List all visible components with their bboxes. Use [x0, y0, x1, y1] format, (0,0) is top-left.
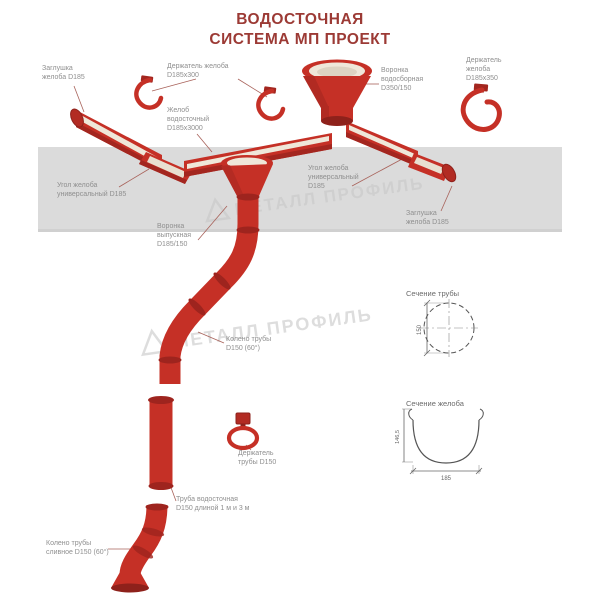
gutter-section-heading: Сечение желоба	[406, 399, 464, 408]
label-collecting-funnel: Воронка водосборная D350/150	[381, 67, 424, 93]
label-gutter-corner-right: Угол желоба универсальный D185	[308, 165, 359, 191]
downpipe	[148, 396, 174, 490]
collecting-funnel	[302, 59, 372, 126]
gutter-width-dim: 185	[441, 476, 452, 482]
outlet-funnel-and-pipe	[158, 155, 273, 384]
pipe-section-heading: Сечение трубы	[406, 289, 460, 298]
pipe-holder	[226, 412, 260, 451]
label-downpipe: Труба водосточная D150 длиной 1 м и 3 м	[176, 496, 250, 513]
gutter-holder-right	[460, 83, 502, 132]
label-gutter-corner-left: Угол желоба универсальный D185	[57, 182, 127, 199]
gutter-right	[346, 121, 418, 167]
label-pipe-elbow: Колено трубы D150 (60°)	[226, 336, 272, 353]
label-pipe-holder: Держатель трубы D150	[238, 450, 277, 467]
gutter-height-dim: 146,5	[395, 430, 401, 444]
label-gutter-holder-350: Держатель желоба D185х350	[466, 57, 502, 83]
label-gutter-cap-right: Заглушка желоба D185	[406, 210, 449, 227]
gutter-corner-right	[408, 153, 457, 183]
gutter-corner-left	[139, 152, 192, 184]
label-drain-elbow: Колено трубы сливное D150 (60°)	[46, 540, 109, 557]
label-gutter-holder-300: Держатель желоба D185х300	[167, 63, 229, 80]
drain-elbow	[111, 503, 169, 593]
pipe-diameter-dim: 150	[417, 324, 423, 335]
gutter-holder-center	[256, 86, 286, 121]
wall-band	[38, 147, 562, 232]
label-gutter-cap-left: Заглушка желоба D185	[42, 65, 85, 82]
page-title: ВОДОСТОЧНАЯ СИСТЕМА МП ПРОЕКТ	[209, 11, 391, 49]
gutter-section-diagram: 185 146,5	[395, 408, 484, 482]
gutter-end-cap-right	[441, 163, 457, 183]
wall-band-edge	[38, 229, 562, 232]
label-gutter: Желоб водосточный D185х3000	[167, 107, 210, 133]
gutter-end-cap-left	[70, 108, 84, 128]
label-outlet-funnel: Воронка выпускная D185/150	[157, 223, 192, 249]
pipe-section-diagram: 150	[417, 299, 478, 357]
watermark-logo-icon	[141, 328, 170, 357]
watermark-logo-icon	[205, 197, 232, 223]
gutter-holder-left	[134, 75, 164, 110]
gutter-left	[70, 108, 162, 172]
